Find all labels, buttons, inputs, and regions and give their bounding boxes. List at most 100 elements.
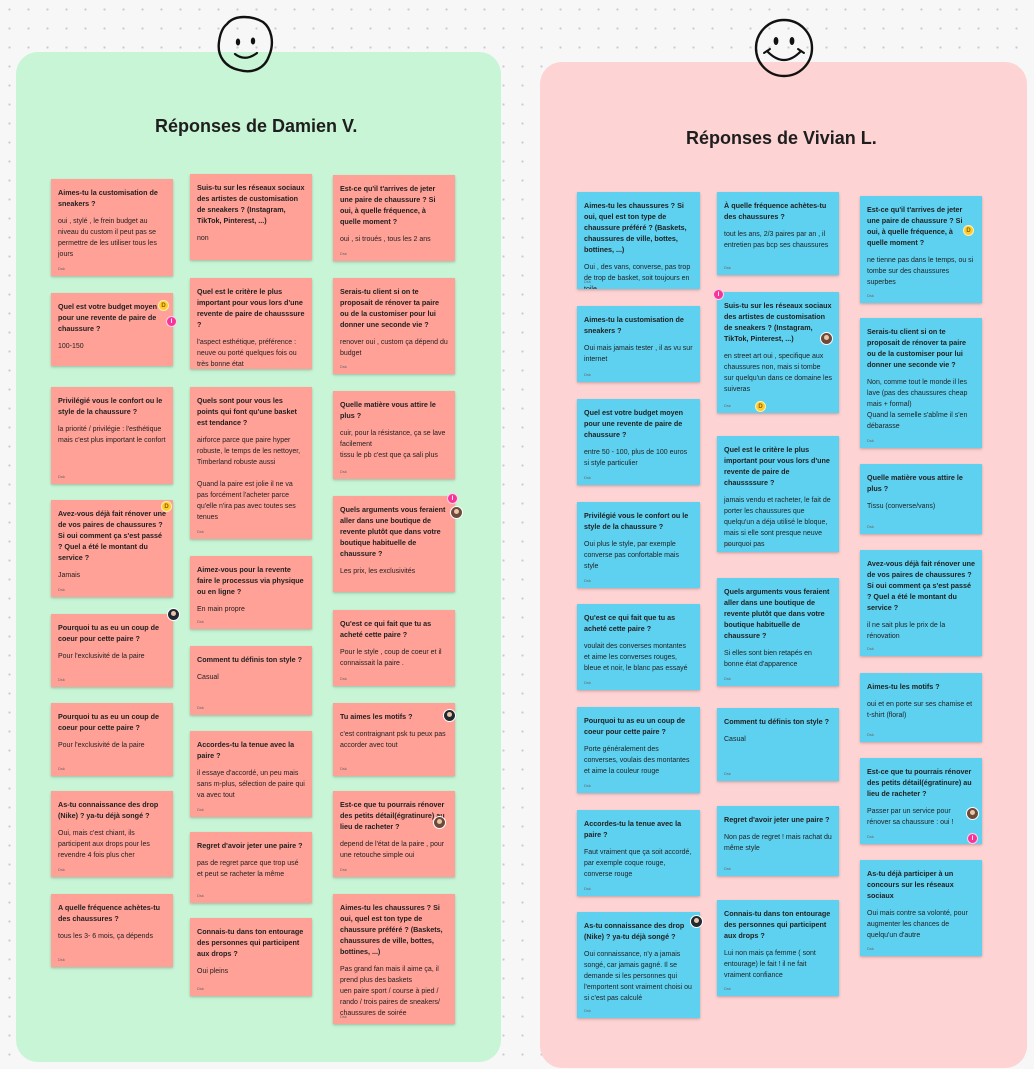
note-author: Dsk xyxy=(58,867,65,872)
sticky-note[interactable]: Aimes-tu les chaussures ? Si oui, quel e… xyxy=(333,894,455,1024)
note-author: Dsk xyxy=(58,266,65,271)
sticky-note[interactable]: Est-ce qu'il t'arrives de jeter une pair… xyxy=(333,175,455,261)
sticky-note[interactable]: À quelle fréquence achètes-tu des chauss… xyxy=(717,192,839,275)
sticky-note[interactable]: As-tu déjà participer à un concours sur … xyxy=(860,860,982,956)
note-answer: Jamais xyxy=(58,572,81,579)
note-answer: airforce parce que paire hyper robuste, … xyxy=(197,437,301,521)
avatar[interactable] xyxy=(433,816,446,829)
note-question: Suis-tu sur les réseaux sociaux des arti… xyxy=(724,301,832,343)
sticky-note[interactable]: Accordes-tu la tenue avec la paire ?il e… xyxy=(190,731,312,817)
avatar[interactable] xyxy=(966,807,979,820)
sticky-note[interactable]: Quelle matière vous attire le plus ?cuir… xyxy=(333,391,455,479)
note-author: Dsk xyxy=(724,676,731,681)
note-question: Pourquoi tu as eu un coup de coeur pour … xyxy=(58,712,160,732)
collaborator-badge[interactable]: D xyxy=(161,501,172,512)
sticky-note[interactable]: Avez-vous déjà fait rénover une de vos p… xyxy=(860,550,982,656)
collaborator-badge[interactable]: I xyxy=(713,289,724,300)
sticky-note[interactable]: Pourquoi tu as eu un coup de coeur pour … xyxy=(51,614,173,687)
sticky-note[interactable]: Quel est votre budget moyen pour une rev… xyxy=(51,293,173,366)
sticky-note[interactable]: Aimez-vous pour la revente faire le proc… xyxy=(190,556,312,629)
note-author: Dsk xyxy=(58,474,65,479)
note-author: Dsk xyxy=(584,1008,591,1013)
sticky-note[interactable]: Accordes-tu la tenue avec la paire ?Faut… xyxy=(577,810,700,896)
sticky-note[interactable]: Qu'est ce qui fait que tu as acheté cett… xyxy=(577,604,700,690)
note-answer: En main propre xyxy=(197,606,245,613)
note-question: Qu'est ce qui fait que tu as acheté cett… xyxy=(340,619,432,639)
sticky-note[interactable]: Connais-tu dans ton entourage des person… xyxy=(717,900,839,996)
note-question: Comment tu définis ton style ? xyxy=(724,717,830,726)
sticky-note[interactable]: Connais-tu dans ton entourage des person… xyxy=(190,918,312,996)
note-answer: Si elles sont bien retapés en bonne état… xyxy=(724,650,812,668)
sticky-note[interactable]: Privilégié vous le confort ou le style d… xyxy=(51,387,173,484)
note-answer: Non pas de regret ! mais rachat du même … xyxy=(724,834,832,852)
note-answer: Pour l'exclusivité de la paire xyxy=(58,653,145,660)
sticky-note[interactable]: As-tu connaissance des drop (Nike) ? ya-… xyxy=(51,791,173,877)
collaborator-badge[interactable]: I xyxy=(447,493,458,504)
collaborator-badge[interactable]: I xyxy=(967,833,978,844)
sticky-note[interactable]: Suis-tu sur les réseaux sociaux des arti… xyxy=(717,292,839,413)
note-answer: l'aspect esthétique, préférence : neuve … xyxy=(197,339,297,368)
collaborator-badge[interactable]: D xyxy=(755,401,766,412)
sticky-note[interactable]: Quels arguments vous feraient aller dans… xyxy=(333,496,455,592)
note-question: Serais-tu client si on te proposait de r… xyxy=(340,287,440,329)
sticky-note[interactable]: Quels arguments vous feraient aller dans… xyxy=(717,578,839,686)
note-answer: Pour l'exclusivité de la paire xyxy=(58,742,145,749)
note-answer: Non, comme tout le monde il les lave (pa… xyxy=(867,379,968,430)
sticky-note[interactable]: Quel est le critère le plus important po… xyxy=(190,278,312,369)
note-author: Dsk xyxy=(58,766,65,771)
avatar[interactable] xyxy=(690,915,703,928)
sticky-note[interactable]: Aimes-tu les motifs ?oui et en porte sur… xyxy=(860,673,982,742)
avatar[interactable] xyxy=(167,608,180,621)
sticky-note[interactable]: Quelle matière vous attire le plus ?Tiss… xyxy=(860,464,982,534)
note-answer: 100-150 xyxy=(58,343,84,350)
collaborator-badge[interactable]: I xyxy=(166,316,177,327)
note-answer: Casual xyxy=(197,674,219,681)
sticky-note[interactable]: Est-ce que tu pourrais rénover des petit… xyxy=(860,758,982,844)
note-answer: renover oui , custom ça dépend du budget xyxy=(340,339,448,357)
note-question: Aimes-tu les chaussures ? Si oui, quel e… xyxy=(340,903,443,956)
note-answer: Tissu (converse/vans) xyxy=(867,503,936,510)
sticky-note[interactable]: Pourquoi tu as eu un coup de coeur pour … xyxy=(51,703,173,776)
avatar[interactable] xyxy=(443,709,456,722)
sticky-note[interactable]: Regret d'avoir jeter une paire ?pas de r… xyxy=(190,832,312,903)
collaborator-badge[interactable]: D xyxy=(158,300,169,311)
avatar[interactable] xyxy=(820,332,833,345)
note-question: Aimes-tu les motifs ? xyxy=(867,682,940,691)
sticky-note[interactable]: Quels sont pour vous les points qui font… xyxy=(190,387,312,539)
note-answer: Oui plus le style, par exemple converse … xyxy=(584,541,679,570)
sticky-note[interactable]: Avez-vous déjà fait rénover une de vos p… xyxy=(51,500,173,597)
sticky-note[interactable]: Est-ce qu'il t'arrives de jeter une pair… xyxy=(860,196,982,303)
avatar[interactable] xyxy=(450,506,463,519)
sticky-note[interactable]: Serais-tu client si on te proposait de r… xyxy=(333,278,455,374)
sticky-note[interactable]: Aimes-tu la customisation de sneakers ?O… xyxy=(577,306,700,382)
sticky-note[interactable]: Suis-tu sur les réseaux sociaux des arti… xyxy=(190,174,312,260)
note-question: As-tu connaissance des drop (Nike) ? ya-… xyxy=(58,800,159,820)
sticky-note[interactable]: As-tu connaissance des drop (Nike) ? ya-… xyxy=(577,912,700,1018)
sticky-note[interactable]: Quel est votre budget moyen pour une rev… xyxy=(577,399,700,485)
sticky-note[interactable]: Aimes-tu la customisation de sneakers ?o… xyxy=(51,179,173,276)
sticky-note[interactable]: Qu'est ce qui fait que tu as acheté cett… xyxy=(333,610,455,686)
note-question: As-tu déjà participer à un concours sur … xyxy=(867,869,954,900)
note-question: A quelle fréquence achètes-tu des chauss… xyxy=(58,903,160,923)
sticky-note[interactable]: Est-ce que tu pourrais rénover des petit… xyxy=(333,791,455,877)
note-question: Connais-tu dans ton entourage des person… xyxy=(724,909,831,940)
note-answer: Oui mais contre sa volonté, pour augment… xyxy=(867,910,968,939)
sticky-note[interactable]: Aimes-tu les chaussures ? Si oui, quel e… xyxy=(577,192,700,289)
sticky-note[interactable]: Privilégié vous le confort ou le style d… xyxy=(577,502,700,588)
collaborator-badge[interactable]: D xyxy=(963,225,974,236)
note-answer: il essaye d'accordé, un peu mais sans m-… xyxy=(197,770,305,799)
note-question: Suis-tu sur les réseaux sociaux des arti… xyxy=(197,183,305,225)
note-answer: Casual xyxy=(724,736,746,743)
sticky-note[interactable]: Pourquoi tu as eu un coup de coeur pour … xyxy=(577,707,700,793)
note-question: Quels sont pour vous les points qui font… xyxy=(197,396,297,427)
sticky-note[interactable]: A quelle fréquence achètes-tu des chauss… xyxy=(51,894,173,967)
note-author: Dsk xyxy=(724,542,731,547)
sticky-note[interactable]: Serais-tu client si on te proposait de r… xyxy=(860,318,982,448)
sticky-note[interactable]: Tu aimes les motifs ?c'est contraignant … xyxy=(333,703,455,776)
sticky-note[interactable]: Quel est le critère le plus important po… xyxy=(717,436,839,552)
note-author: Dsk xyxy=(867,524,874,529)
sticky-note[interactable]: Regret d'avoir jeter une paire ?Non pas … xyxy=(717,806,839,876)
note-author: Dsk xyxy=(724,265,731,270)
